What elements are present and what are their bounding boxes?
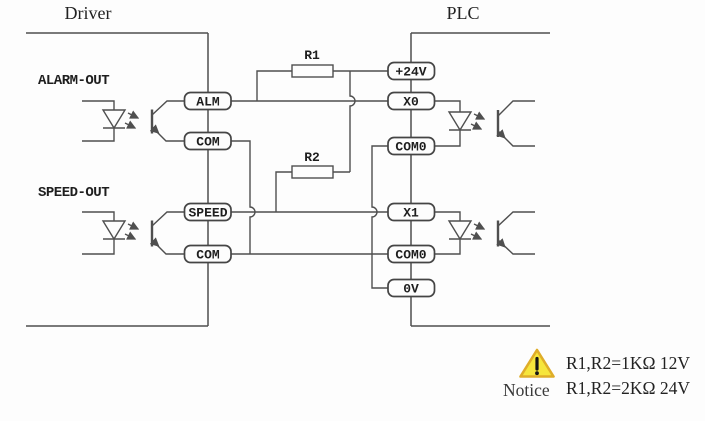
light-arrows-icon [124, 110, 140, 129]
light-arrows-icon [470, 221, 486, 240]
emitter-wire [151, 126, 185, 142]
collector-wire [151, 211, 185, 227]
terminal-x0: X0 [387, 91, 436, 111]
terminal-com-1: COM [183, 131, 232, 151]
notice-block: Notice R1,R2=1KΩ 12V R1,R2=2KΩ 24V [503, 348, 690, 400]
terminal-com-2: COM [183, 244, 232, 264]
notice-line-1: R1,R2=1KΩ 12V [566, 353, 690, 373]
emitter-wire [151, 239, 185, 255]
phototransistor-icon [496, 211, 535, 255]
plc-title: PLC [446, 3, 479, 23]
resistor-r1-label: R1 [304, 48, 320, 63]
terminal-24v-label: +24V [395, 65, 426, 80]
collector-wire [497, 100, 535, 117]
phototransistor-icon [149, 211, 185, 255]
terminal-alm-label: ALM [196, 95, 220, 110]
r1-to-r2-vertical-wire [333, 71, 356, 173]
speed-out-label: SPEED-OUT [38, 185, 109, 201]
plc-optocoupler-x1 [434, 211, 535, 255]
phototransistor-icon [496, 100, 535, 147]
phototransistor-icon [149, 100, 185, 142]
driver-optocoupler-speed [82, 211, 185, 255]
terminal-com0-1: COM0 [387, 136, 436, 156]
com0-to-0v-wire [371, 145, 388, 289]
interconnect-wires [230, 70, 388, 289]
terminal-speed: SPEED [183, 202, 232, 222]
resistor-r1: R1 [291, 48, 334, 78]
warning-triangle-icon [519, 348, 555, 378]
terminal-speed-label: SPEED [188, 206, 227, 221]
terminal-com-2-label: COM [196, 248, 220, 263]
terminal-24v: +24V [387, 61, 436, 81]
alarm-out-label: ALARM-OUT [38, 73, 109, 89]
terminal-com0-1-label: COM0 [395, 140, 426, 155]
resistor-r1-body [291, 64, 334, 78]
terminal-x1-label: X1 [403, 206, 419, 221]
terminal-com0-2: COM0 [387, 244, 436, 264]
terminal-0v: 0V [387, 278, 436, 298]
emitter-wire [497, 239, 535, 255]
led-icon [434, 211, 473, 255]
terminal-0v-label: 0V [403, 282, 419, 297]
led-icon [434, 100, 473, 147]
driver-optocoupler-alarm [82, 100, 185, 142]
collector-wire [151, 100, 185, 116]
led-icon [82, 211, 127, 255]
led-icon [82, 100, 127, 142]
com-to-com-wire [230, 140, 256, 254]
light-arrows-icon [470, 111, 486, 130]
terminal-x0-label: X0 [403, 95, 419, 110]
driver-boundary [26, 32, 209, 327]
terminal-com-1-label: COM [196, 135, 220, 150]
resistor-r2: R2 [291, 150, 334, 179]
notice-label: Notice [503, 380, 550, 400]
notice-line-2: R1,R2=2KΩ 24V [566, 378, 690, 398]
terminal-com0-2-label: COM0 [395, 248, 426, 263]
driver-title: Driver [65, 3, 112, 23]
terminal-alm: ALM [183, 91, 232, 111]
plc-boundary [410, 32, 550, 327]
r1-branch-wire [256, 70, 388, 101]
emitter-wire [497, 130, 535, 147]
resistor-r2-label: R2 [304, 150, 320, 165]
light-arrows-icon [124, 221, 140, 240]
terminal-x1: X1 [387, 202, 436, 222]
collector-wire [497, 211, 535, 227]
resistor-r2-body [291, 165, 334, 179]
plc-optocoupler-x0 [434, 100, 535, 147]
r2-branch-wire [275, 171, 292, 212]
